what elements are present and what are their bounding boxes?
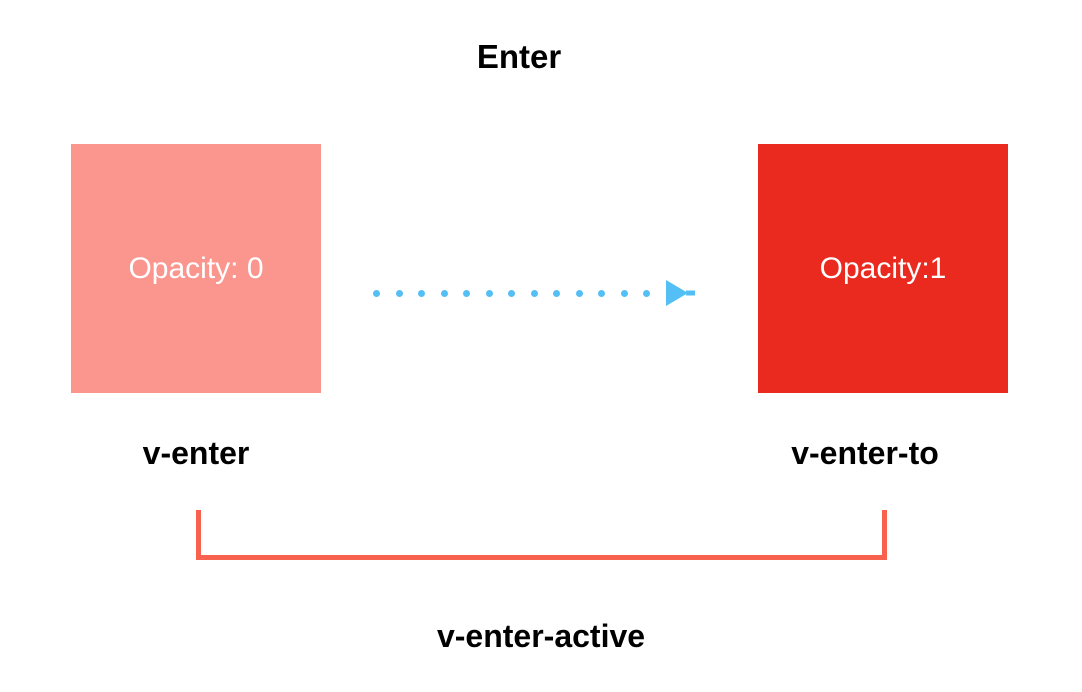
dot (418, 290, 425, 297)
dot (530, 290, 538, 297)
diagram-title: Enter (476, 38, 562, 75)
v-enter-label: v-enter (142, 435, 250, 471)
dot (395, 290, 403, 297)
dot (643, 290, 650, 297)
v-enter-to-label: v-enter-to (791, 435, 939, 471)
dot (373, 290, 380, 297)
dot (508, 290, 515, 297)
dot (553, 290, 560, 297)
dot (440, 290, 448, 297)
dot (575, 290, 583, 297)
v-enter-active-label: v-enter-active (436, 618, 646, 654)
dot (485, 290, 493, 297)
dot (620, 290, 628, 297)
active-range-bracket (196, 510, 887, 560)
dot (598, 290, 605, 297)
end-state-box: Opacity:1 (758, 144, 1008, 393)
start-state-box: Opacity: 0 (71, 144, 321, 393)
dotted-arrow-icon (373, 290, 650, 297)
end-opacity-label: Opacity:1 (819, 251, 947, 285)
dot (463, 290, 470, 297)
start-opacity-label: Opacity: 0 (128, 251, 264, 285)
arrowhead-icon (666, 280, 695, 306)
